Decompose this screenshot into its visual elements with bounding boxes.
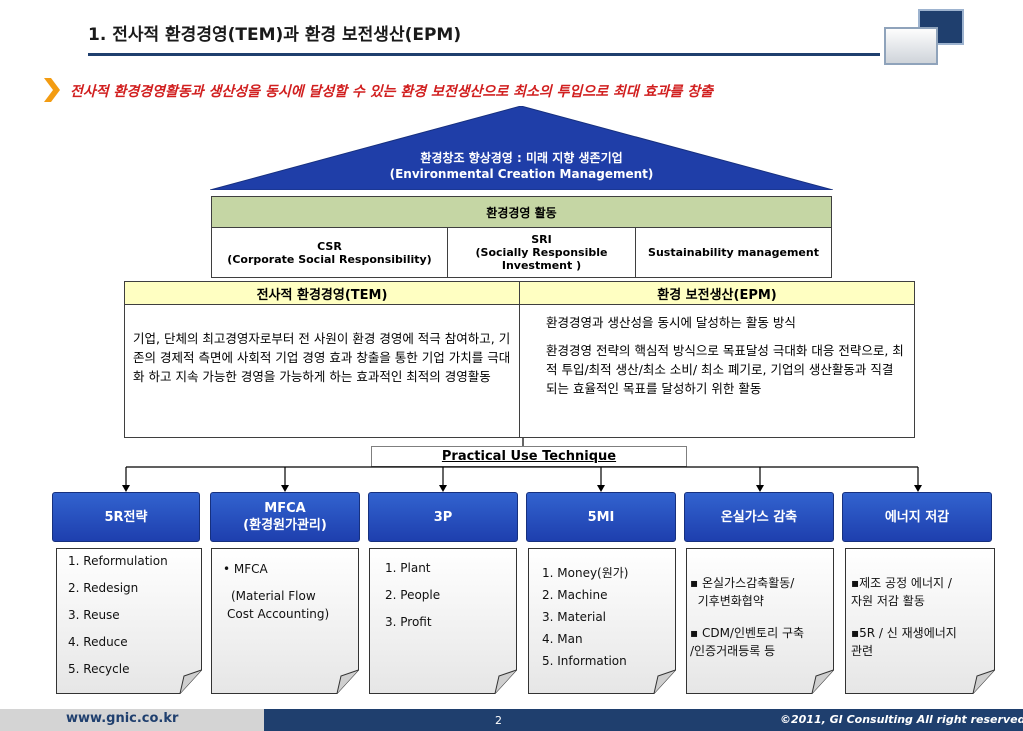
activity-desc: (Socially Responsible Investment ) (475, 246, 608, 272)
activities-row: CSR (Corporate Social Responsibility) SR… (211, 228, 832, 278)
note-line: ▪ CDM/인벤토리 구축 (690, 626, 805, 640)
epm-description-1: 환경경영과 생산성을 동시에 달성하는 활동 방식 (546, 315, 796, 330)
note-line: /인증거래등록 등 (690, 644, 776, 658)
technique-mfca: MFCA (환경원가관리) (210, 492, 360, 542)
note-line: 1. Reformulation (68, 554, 168, 568)
activity-csr: CSR (Corporate Social Responsibility) (212, 228, 448, 277)
technique-title: 5MI (587, 509, 615, 525)
note-line: ▪ 온실가스감축활동/ (690, 576, 795, 590)
technique-3p: 3P (368, 492, 518, 542)
note-line: 2. Redesign (68, 581, 139, 595)
activity-desc: (Corporate Social Responsibility) (227, 252, 432, 266)
activity-sri: SRI (Socially Responsible Investment ) (448, 228, 636, 277)
note-line: 4. Reduce (68, 635, 128, 649)
note-line: Cost Accounting) (227, 607, 330, 621)
note-line: 기후변화협약 (690, 594, 764, 608)
activity-name: CSR (317, 239, 342, 253)
note-line: 2. People (385, 588, 441, 602)
note-line: 3. Profit (385, 615, 432, 629)
note-line: ▪제조 공정 에너지 / (851, 576, 952, 590)
epm-description-2: 환경경영 전략의 핵심적 방식으로 목표달성 극대화 대응 전략으로, 최적 투… (546, 343, 904, 396)
note-5mi: 1. Money(원가) 2. Machine 3. Material 4. M… (528, 548, 676, 694)
chevron-right-icon (44, 78, 60, 102)
footer-right-band (264, 709, 1023, 731)
epm-body: 환경경영과 생산성을 동시에 달성하는 활동 방식 환경경영 전략의 핵심적 방… (519, 305, 915, 438)
footer-left-band (0, 709, 264, 731)
technique-title: MFCA (환경원가관리) (243, 501, 327, 533)
note-5r: 1. Reformulation 2. Redesign 3. Reuse 4.… (56, 548, 202, 694)
note-line: 5. Recycle (68, 662, 130, 676)
roof-line-2: (Environmental Creation Management) (389, 167, 654, 181)
technique-energy: 에너지 저감 (842, 492, 992, 542)
technique-5mi: 5MI (526, 492, 676, 542)
technique-5r: 5R전략 (52, 492, 200, 542)
note-line: 3. Reuse (68, 608, 120, 622)
note-line: 관련 (851, 644, 874, 658)
tem-header: 전사적 환경경영(TEM) (124, 281, 520, 305)
page-number: 2 (495, 714, 502, 727)
activities-header: 환경경영 활동 (211, 196, 832, 228)
footer-copyright: ©2011, GI Consulting All right reserved (780, 713, 1023, 726)
technique-title: 5R전략 (104, 509, 148, 525)
note-line: ▪5R / 신 재생에너지 (851, 626, 957, 640)
note-line: 5. Information (542, 654, 627, 668)
practical-use-label: Practical Use Technique (441, 449, 617, 464)
technique-ghg: 온실가스 감축 (684, 492, 834, 542)
roof-triangle (210, 106, 833, 190)
note-3p: 1. Plant 2. People 3. Profit (369, 548, 517, 694)
technique-title: 온실가스 감축 (720, 509, 798, 525)
note-line: (Material Flow (231, 589, 316, 603)
note-line: 2. Machine (542, 588, 608, 602)
note-line: 1. Money(원가) (542, 566, 629, 580)
note-line: 4. Man (542, 632, 583, 646)
note-line: 3. Material (542, 610, 607, 624)
note-mfca: • MFCA (Material Flow Cost Accounting) (211, 548, 359, 694)
roof-caption: 환경창조 향상경영 : 미래 지향 생존기업 (Environmental Cr… (330, 150, 713, 182)
technique-title: 3P (433, 509, 453, 525)
slide-title: 1. 전사적 환경경영(TEM)과 환경 보전생산(EPM) (88, 25, 462, 45)
note-energy: ▪제조 공정 에너지 / 자원 저감 활동 ▪5R / 신 재생에너지 관련 (845, 548, 995, 694)
technique-title: 에너지 저감 (884, 509, 950, 525)
note-line: 자원 저감 활동 (851, 594, 925, 608)
title-underline (88, 53, 880, 56)
roof-line-1: 환경창조 향상경영 : 미래 지향 생존기업 (420, 151, 623, 165)
epm-header: 환경 보전생산(EPM) (519, 281, 915, 305)
note-line: 1. Plant (385, 561, 431, 575)
tem-body: 기업, 단체의 최고경영자로부터 전 사원이 환경 경영에 적극 참여하고, 기… (124, 305, 520, 438)
activity-name: SRI (531, 233, 552, 246)
logo-front-square (884, 27, 938, 65)
activity-sustainability: Sustainability management (636, 228, 831, 277)
footer-url[interactable]: www.gnic.co.kr (66, 711, 179, 726)
activity-name: Sustainability management (648, 246, 819, 259)
note-ghg: ▪ 온실가스감축활동/ 기후변화협약 ▪ CDM/인벤토리 구축 /인증거래등록… (686, 548, 834, 694)
note-line: • MFCA (223, 562, 268, 576)
connector-lines (122, 438, 922, 492)
tem-description: 기업, 단체의 최고경영자로부터 전 사원이 환경 경영에 적극 참여하고, 기… (133, 331, 511, 384)
slide-subtitle: 전사적 환경경영활동과 생산성을 동시에 달성할 수 있는 환경 보전생산으로 … (70, 84, 713, 100)
